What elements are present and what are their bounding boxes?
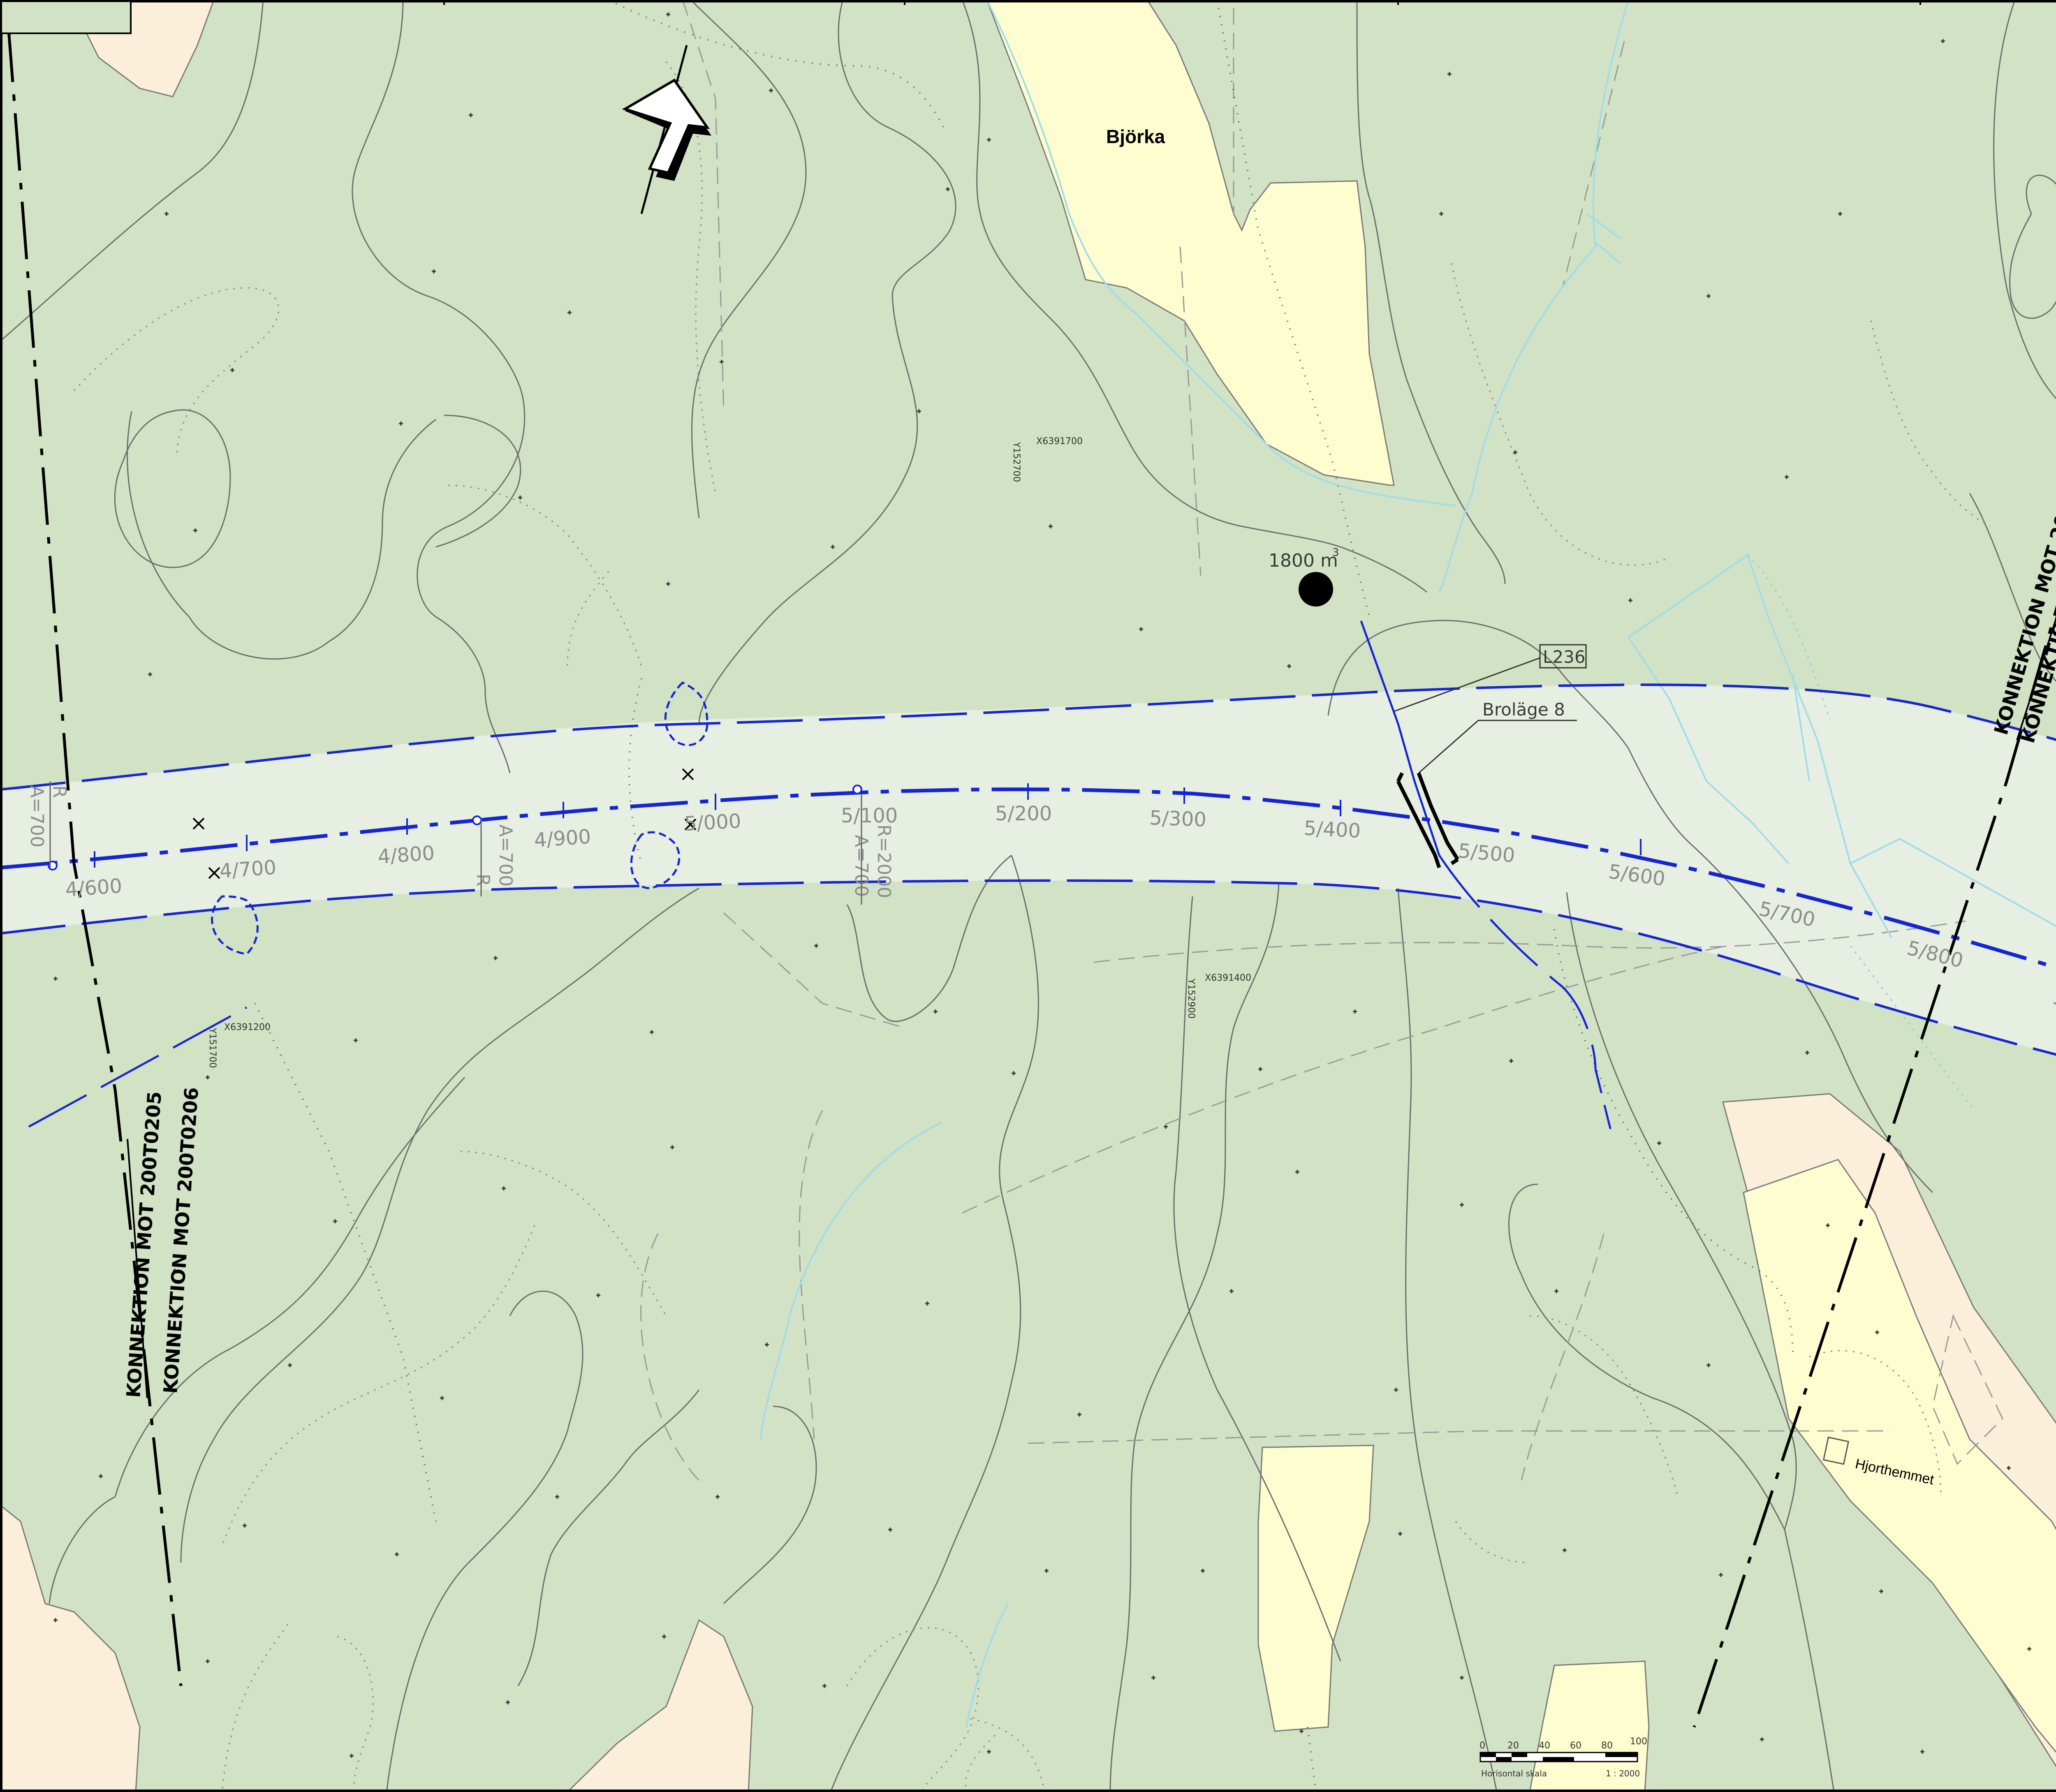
chainage-labels: 4/600 4/700 4/800 4/900 5/000 5/100 5/20… xyxy=(65,802,2056,1024)
volume-superscript: 3 xyxy=(1332,546,1339,559)
chainage-label: 4/800 xyxy=(377,841,435,868)
top-ticks xyxy=(443,0,1921,5)
chainage-label: 5/200 xyxy=(995,802,1052,825)
volume-label: 1800 m xyxy=(1269,550,1338,571)
corner-box xyxy=(0,0,132,34)
road-chainage-ticks xyxy=(94,783,1642,868)
volume-marker xyxy=(1299,572,1333,607)
curve-param-left-r: R xyxy=(49,785,70,798)
curve-param-mid-r: R xyxy=(472,874,493,887)
yard-area-bottomleft xyxy=(0,1504,141,1792)
konnektion-left-divider xyxy=(127,1139,148,1398)
road-edge-bottom xyxy=(0,879,2056,1056)
scale-tick: 0 xyxy=(1479,1741,1485,1751)
scale-bar: 0 20 40 60 80 100 Horisontal skala 1 : 2… xyxy=(1479,1736,1647,1778)
brolage-label: Broläge 8 xyxy=(1482,699,1565,720)
coord-label: X6391400 xyxy=(1205,973,1251,983)
road-centreline xyxy=(0,787,2056,970)
coord-label: Y151700 xyxy=(207,1028,218,1068)
road-crosses xyxy=(192,768,697,879)
watercourses xyxy=(760,0,2056,1727)
l236-leader xyxy=(1394,657,1540,712)
curve-parameters: R A=700 A=700 R R=2000 A=700 xyxy=(26,781,894,905)
coord-label: Y152900 xyxy=(1186,978,1196,1019)
chainage-label: 4/600 xyxy=(65,874,123,901)
road-edge-top xyxy=(0,683,2056,791)
grid-markers xyxy=(53,12,2031,1758)
hjorthemmet-house xyxy=(1822,1436,1850,1465)
chainage-label: 4/900 xyxy=(533,825,592,852)
chainage-label: 4/700 xyxy=(219,856,277,883)
scale-tick: 100 xyxy=(1630,1736,1647,1747)
konnektion-boundaries xyxy=(7,24,2056,1728)
field-center-bottom xyxy=(1257,1445,1374,1732)
field-right xyxy=(1743,1159,2056,1753)
coord-label: X6391700 xyxy=(1036,436,1083,447)
scale-tick: 60 xyxy=(1570,1741,1581,1751)
road-corridor xyxy=(0,685,2056,1055)
place-label-bjorka: Björka xyxy=(1106,126,1165,147)
l236-box xyxy=(1539,644,1587,669)
brolage-leader xyxy=(1418,720,1577,774)
watercourses-dotted xyxy=(1747,554,1975,1111)
scale-ratio: 1 : 2000 xyxy=(1606,1769,1640,1778)
scale-tick: 80 xyxy=(1601,1741,1613,1751)
scale-tick: 20 xyxy=(1507,1741,1519,1751)
chainage-label: 5/300 xyxy=(1149,806,1207,831)
chainage-label: 5/400 xyxy=(1303,817,1361,843)
curve-param-right-r: R=2000 xyxy=(873,824,894,898)
blue-culvert-shapes xyxy=(211,681,708,955)
coordinate-labels: X6391700 Y152700 X6391400 Y152900 X63912… xyxy=(207,436,1251,1068)
scale-caption: Horisontal skala xyxy=(1481,1769,1547,1778)
property-lines xyxy=(640,0,2003,1481)
konnektion-right-divider xyxy=(2016,616,2056,741)
chainage-label: 5/000 xyxy=(684,810,742,836)
crossing-road xyxy=(28,620,1613,1135)
chainage-label: 5/100 xyxy=(841,804,898,827)
yard-area-bottom xyxy=(566,1619,753,1792)
bridge-symbol xyxy=(1396,772,1459,868)
coord-label: X6391200 xyxy=(224,1022,271,1033)
north-arrow-icon xyxy=(622,45,711,214)
l236-label: L236 xyxy=(1543,647,1586,667)
curve-param-mid-a: A=700 xyxy=(495,824,516,887)
chainage-label: 5/500 xyxy=(1457,839,1516,867)
curve-param-left-a: A=700 xyxy=(26,785,47,847)
dotted-contour-lines xyxy=(73,61,1991,1792)
coord-label: Y152700 xyxy=(1011,442,1021,482)
scale-tick: 40 xyxy=(1539,1741,1550,1751)
